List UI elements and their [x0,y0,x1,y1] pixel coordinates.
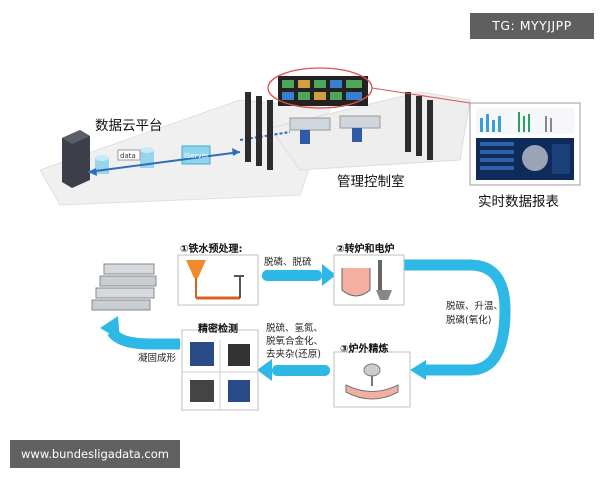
process-flow [91,254,511,411]
realtime-report-label: 实时数据报表 [478,194,559,210]
step3-title: ③炉外精炼 [340,344,389,355]
chair [300,130,310,144]
callout-line [371,87,471,104]
telegram-badge: TG: MYYJJPP [470,13,594,39]
ladle-furnace-icon [345,384,399,400]
site-watermark: www.bundesligadata.com [10,440,180,468]
inspection-title: 精密检测 [198,324,238,335]
converter-icon [341,268,371,297]
control-room-label: 管理控制室 [337,174,405,190]
data-tag-box [117,149,141,161]
instrument-icon [190,380,214,402]
step1-title: ①铁水预处理: [180,244,243,255]
flow-arrow [107,328,180,350]
data-tag: data [120,152,136,160]
step2-title: ②转炉和电炉 [336,244,395,255]
step3-desc-line3: 去夹杂(还原) [266,349,321,360]
flow-arrow [272,365,330,376]
instrument-icon [190,342,214,366]
server-tower [62,130,90,188]
wall-panel [245,92,251,162]
steel-pipes-icon [91,263,157,311]
platform-illustration [39,67,581,206]
gauge-icon [522,145,548,171]
link-line [87,151,241,173]
instrument-icon [228,380,250,402]
step2-desc-line1: 脱碳、升温、 [446,301,504,312]
step2-desc-line2: 脱磷(氧化) [446,315,492,326]
operator-desk [289,117,331,131]
step3-desc-line1: 脱硫、氢氮、 [266,323,324,334]
flow-loop [404,259,511,376]
step3-desc-line2: 脱氧合金化、 [266,336,324,347]
furnace-icon [376,290,392,300]
cloud-platform-label: 数据云平台 [95,118,163,134]
ladle-icon [186,260,206,278]
instrument-icon [228,344,250,366]
forming-label: 凝固成形 [138,353,177,364]
flow-arrow [262,270,322,281]
step1-desc: 脱磷、脱硫 [264,257,312,268]
iserver-tag: iServer [184,152,209,160]
